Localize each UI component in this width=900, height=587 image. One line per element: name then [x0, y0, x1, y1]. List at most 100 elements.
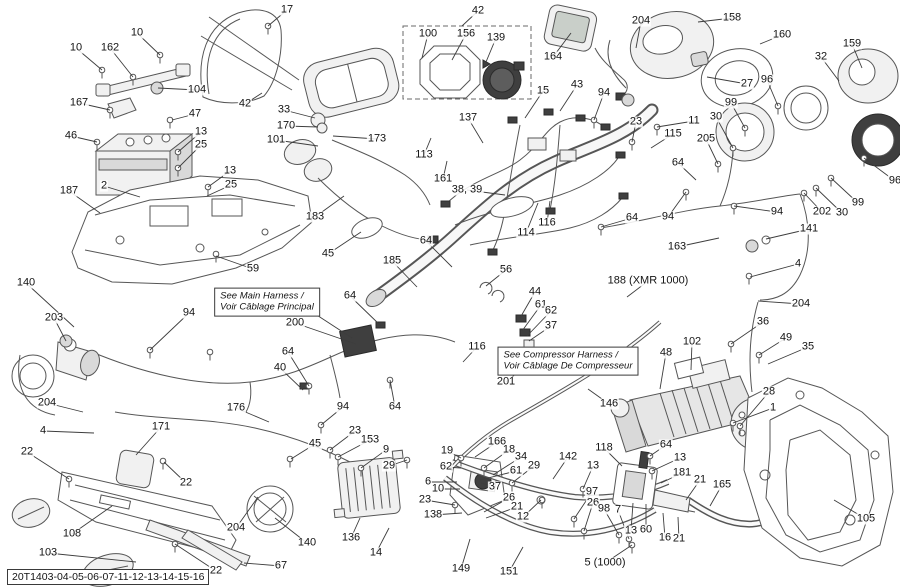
callout-label: 21	[692, 473, 708, 486]
callout-label: 163	[666, 240, 688, 253]
callout-label: 37	[487, 480, 503, 493]
callout-label: 94	[335, 400, 351, 413]
callout-label: 116	[467, 340, 487, 353]
callout-label: 21	[671, 532, 687, 545]
callout-label: 108	[61, 527, 83, 540]
callout-label: 116	[537, 216, 557, 229]
callout-label: 7	[613, 503, 623, 516]
callout-label: 2	[99, 179, 109, 192]
callout-label: 183	[304, 210, 326, 223]
clip-art	[492, 290, 504, 302]
callout-label: 203	[43, 311, 65, 324]
callout-label: 30	[708, 110, 724, 123]
callout-label: 15	[535, 84, 551, 97]
callout-label: 35	[800, 340, 816, 353]
callout-label: 29	[526, 459, 542, 472]
callout-label: 49	[778, 331, 794, 344]
callout-label: 60	[638, 523, 654, 536]
callout-label: 140	[296, 536, 318, 549]
callout-label: 42	[237, 97, 253, 110]
callout-label: 153	[359, 433, 381, 446]
note-main-harness-line2: Voir Câblage Principal	[220, 302, 314, 313]
callout-label: 37	[543, 319, 559, 332]
note-compressor-harness-line2: Voir Câblage De Compresseur	[503, 361, 633, 372]
callout-label: 167	[68, 96, 90, 109]
callout-label: 25	[223, 178, 239, 191]
callout-label: 64	[280, 345, 296, 358]
callout-label: 151	[498, 565, 520, 578]
callout-label: 1	[768, 401, 778, 414]
callout-label: 103	[37, 546, 59, 559]
callout-label: 158	[721, 11, 743, 24]
callout-label: 100	[417, 27, 439, 40]
callout-label: 173	[366, 132, 388, 145]
callout-label: 12	[515, 510, 531, 523]
callout-label: 13	[672, 451, 688, 464]
callout-label: 156	[455, 27, 477, 40]
callout-label: 45	[307, 437, 323, 450]
regulator-art	[329, 450, 409, 519]
callout-label: 104	[186, 83, 208, 96]
callout-label: 17	[279, 3, 295, 16]
callout-label: 94	[181, 306, 197, 319]
callout-label: 204	[790, 297, 812, 310]
callout-label: 22	[208, 564, 224, 577]
callout-label: 48	[658, 346, 674, 359]
callout-label: 160	[771, 28, 793, 41]
callout-label: 99	[723, 96, 739, 109]
callout-label: 162	[99, 41, 121, 54]
callout-label: 170	[275, 119, 297, 132]
note-main-harness: See Main Harness / Voir Câblage Principa…	[214, 287, 320, 317]
callout-label: 38, 39	[450, 183, 484, 196]
note-compressor-harness-line1: See Compressor Harness /	[503, 349, 619, 361]
callout-label: 9	[381, 443, 391, 456]
callout-label: 101	[265, 133, 287, 146]
callout-label: 56	[498, 263, 514, 276]
callout-label: 94	[596, 86, 612, 99]
callout-label: 45	[320, 247, 336, 260]
callout-label: 171	[150, 420, 172, 433]
callout-label: 5 (1000)	[583, 556, 627, 569]
callout-label: 64	[670, 156, 686, 169]
callout-label: 4	[38, 424, 48, 437]
callout-label: 46	[63, 129, 79, 142]
callout-label: 44	[527, 285, 543, 298]
callout-label: 141	[798, 222, 820, 235]
callout-label: 47	[187, 107, 203, 120]
callout-label: 164	[542, 50, 564, 63]
callout-label: 64	[342, 289, 358, 302]
callout-label: 59	[245, 262, 261, 275]
callout-label: 140	[15, 276, 37, 289]
callout-label: 13	[623, 524, 639, 537]
callout-label: 149	[450, 562, 472, 575]
callout-label: 138	[422, 508, 444, 521]
callout-label: 67	[273, 559, 289, 572]
callout-label: 159	[841, 37, 863, 50]
callout-label: 136	[340, 531, 362, 544]
callout-label: 22	[19, 445, 35, 458]
callout-label: 43	[569, 78, 585, 91]
callout-label: 29	[381, 459, 397, 472]
callout-label: 19	[439, 444, 455, 457]
callout-label: 14	[368, 546, 384, 559]
callout-label: 11	[687, 114, 701, 127]
callout-label: 32	[813, 50, 829, 63]
callout-label: 185	[381, 254, 403, 267]
callout-label: 115	[663, 127, 683, 140]
callout-label: 161	[432, 172, 454, 185]
callout-label: 181	[671, 466, 693, 479]
callout-label: 13	[585, 459, 601, 472]
callout-label: 64	[418, 234, 434, 247]
callout-label: 62	[543, 304, 559, 317]
callout-label: 28	[761, 385, 777, 398]
callout-label: 22	[178, 476, 194, 489]
callout-label: 64	[658, 438, 674, 451]
callout-label: 187	[58, 184, 80, 197]
note-compressor-harness: See Compressor Harness / Voir Câblage De…	[497, 346, 639, 376]
callout-label: 202	[811, 205, 833, 218]
callout-label: 204	[225, 521, 247, 534]
callout-label: 64	[624, 211, 640, 224]
main-harness-art	[441, 109, 628, 255]
callout-label: 205	[695, 132, 717, 145]
